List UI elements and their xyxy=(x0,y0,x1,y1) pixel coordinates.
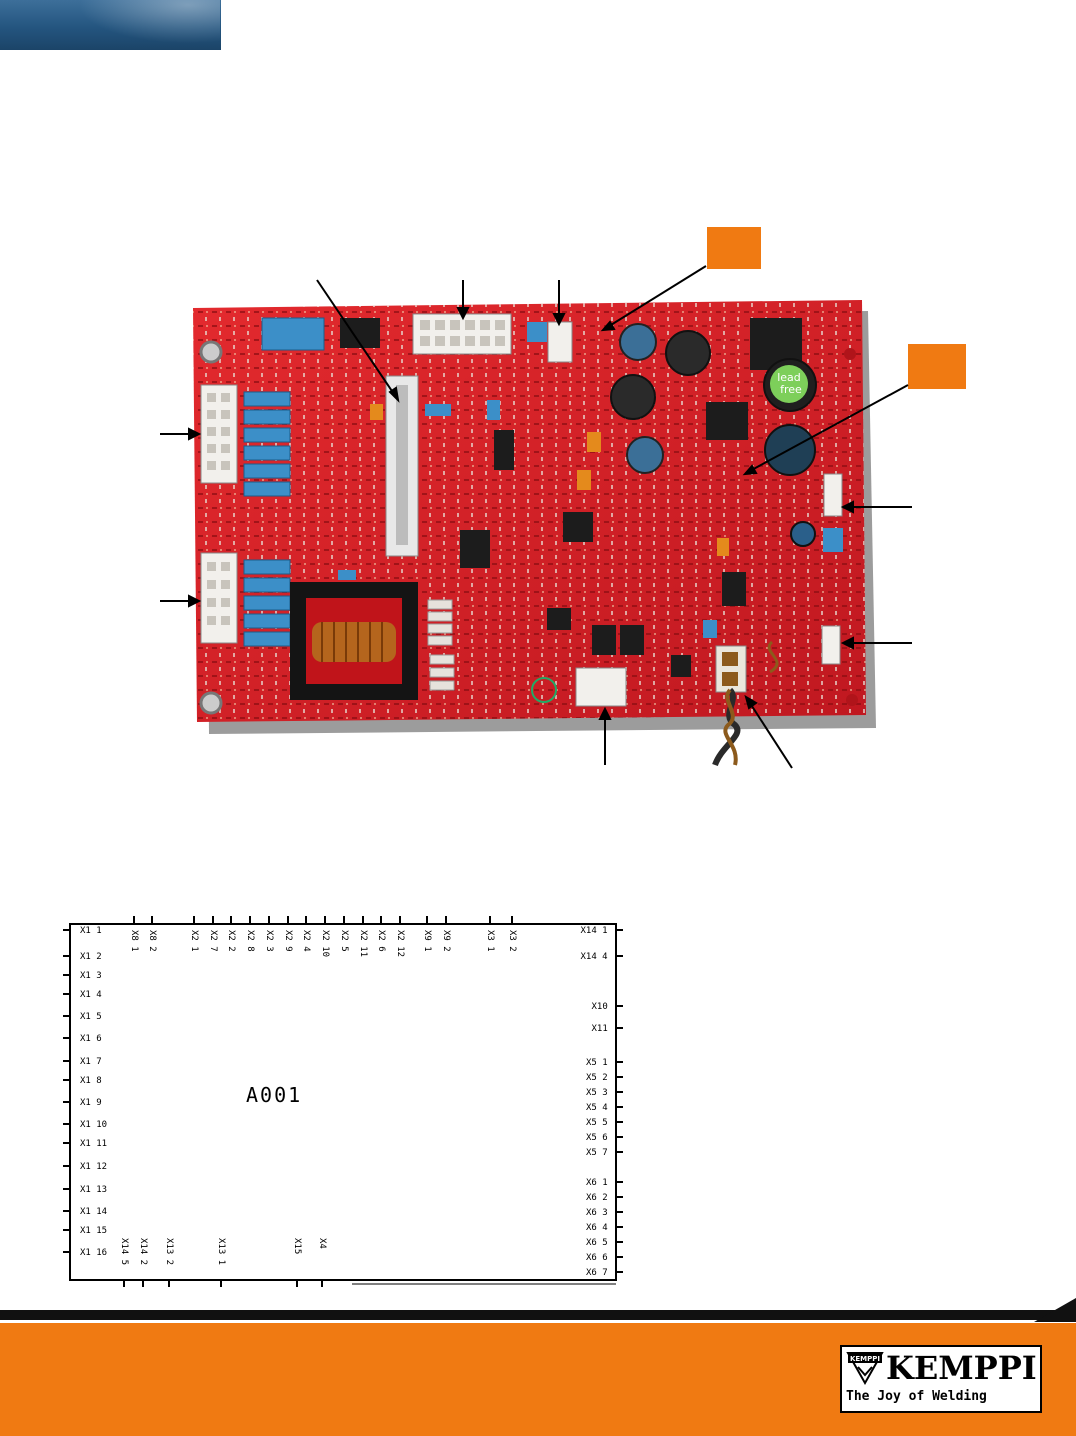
pin-label-top: X2 3 xyxy=(264,930,274,952)
pin-label-right: X5 3 xyxy=(586,1088,608,1098)
header-banner xyxy=(0,0,221,50)
pin-label-left: X1 4 xyxy=(80,990,102,1000)
pin-label-top: X2 2 xyxy=(226,930,236,952)
connector-x1-upper xyxy=(200,384,238,484)
pin-label-right: X5 7 xyxy=(586,1148,608,1158)
pin-label-bottom: X15 xyxy=(292,1238,302,1255)
pin-label-right: X6 5 xyxy=(586,1238,608,1248)
pin-label-top: X2 1 xyxy=(189,930,199,952)
pin-label-left: X1 11 xyxy=(80,1139,108,1149)
pin-label-left: X1 6 xyxy=(80,1034,102,1044)
pin-label-left: X1 5 xyxy=(80,1012,102,1022)
callout-arrows xyxy=(160,265,912,769)
pin-label-bottom: X4 xyxy=(317,1238,327,1249)
mount-hole-1 xyxy=(199,340,223,364)
logo-wordmark: KEMPPI xyxy=(886,1349,1037,1387)
pin-label-right: X5 6 xyxy=(586,1133,608,1143)
pin-label-left: X1 15 xyxy=(80,1226,108,1236)
pin-label-bottom: X13 2 xyxy=(164,1238,174,1266)
schematic-designator: A001 xyxy=(246,1083,303,1107)
pin-label-right: X6 2 xyxy=(586,1193,608,1203)
pin-label-right: X6 1 xyxy=(586,1178,608,1188)
pin-label-bottom: X14 5 xyxy=(119,1238,129,1266)
pin-label-right: X5 2 xyxy=(586,1073,608,1083)
connector-x4 xyxy=(575,667,627,707)
footer-wedge xyxy=(1034,1298,1076,1322)
pin-label-top: X9 2 xyxy=(441,930,451,952)
logo-badge-icon: KEMPPI xyxy=(846,1352,884,1385)
connector-x3 xyxy=(547,321,573,363)
mount-hole-2 xyxy=(199,691,223,715)
pin-label-right: X6 6 xyxy=(586,1253,608,1263)
schematic-diagram xyxy=(63,916,623,1287)
connector-x10 xyxy=(823,473,843,517)
pin-label-top: X2 7 xyxy=(208,930,218,952)
pin-label-top: X3 2 xyxy=(507,930,517,952)
pin-label-left: X1 1 xyxy=(80,926,102,936)
pin-label-right: X6 3 xyxy=(586,1208,608,1218)
pin-label-left: X1 3 xyxy=(80,971,102,981)
pin-label-right: X14 4 xyxy=(580,952,608,962)
pin-label-top: X9 1 xyxy=(422,930,432,952)
svg-text:KEMPPI: KEMPPI xyxy=(850,1355,880,1363)
pin-label-bottom: X13 1 xyxy=(216,1238,226,1266)
pin-label-left: X1 13 xyxy=(80,1185,108,1195)
pin-label-left: X1 8 xyxy=(80,1076,102,1086)
pin-label-right: X10 xyxy=(591,1002,608,1012)
pin-label-bottom: X14 2 xyxy=(138,1238,148,1266)
kemppi-logo: KEMPPI KEMPPI The Joy of Welding xyxy=(840,1345,1042,1413)
pin-label-left: X1 12 xyxy=(80,1162,108,1172)
logo-tagline: The Joy of Welding xyxy=(846,1389,987,1404)
pin-label-top: X2 11 xyxy=(358,930,368,958)
pin-label-left: X1 10 xyxy=(80,1120,108,1130)
pin-label-top: X3 1 xyxy=(485,930,495,952)
pin-label-left: X1 16 xyxy=(80,1248,108,1258)
pin-label-top: X8 1 xyxy=(129,930,139,952)
pcb-photo: lead free xyxy=(160,265,912,769)
schematic-outline xyxy=(69,923,617,1281)
pin-label-left: X1 7 xyxy=(80,1057,102,1067)
connector-x1-lower xyxy=(200,552,238,644)
callout-marker-2 xyxy=(908,344,966,389)
pin-label-right: X5 4 xyxy=(586,1103,608,1113)
pin-label-left: X1 2 xyxy=(80,952,102,962)
pin-label-top: X2 4 xyxy=(301,930,311,952)
pin-label-right: X11 xyxy=(591,1024,608,1034)
pin-label-right: X5 5 xyxy=(586,1118,608,1128)
pin-label-right: X6 4 xyxy=(586,1223,608,1233)
pin-label-top: X2 6 xyxy=(376,930,386,952)
footer-stripe xyxy=(0,1310,1076,1320)
pin-label-left: X1 9 xyxy=(80,1098,102,1108)
lead-free-badge-bg xyxy=(770,365,808,403)
lead-free-word-2: free xyxy=(780,383,802,396)
pin-label-top: X2 5 xyxy=(339,930,349,952)
pin-label-left: X1 14 xyxy=(80,1207,108,1217)
pin-label-right: X14 1 xyxy=(580,926,608,936)
lead-free-word-1: lead xyxy=(777,371,801,384)
pin-label-top: X2 10 xyxy=(320,930,330,958)
callout-marker-1 xyxy=(707,227,761,269)
pin-label-top: X8 2 xyxy=(147,930,157,952)
pin-label-top: X2 12 xyxy=(395,930,405,958)
pin-label-top: X2 8 xyxy=(245,930,255,952)
pin-label-right: X5 1 xyxy=(586,1058,608,1068)
pin-label-top: X2 9 xyxy=(283,930,293,952)
pin-label-right: X6 7 xyxy=(586,1268,608,1278)
connector-x5 xyxy=(821,625,841,665)
